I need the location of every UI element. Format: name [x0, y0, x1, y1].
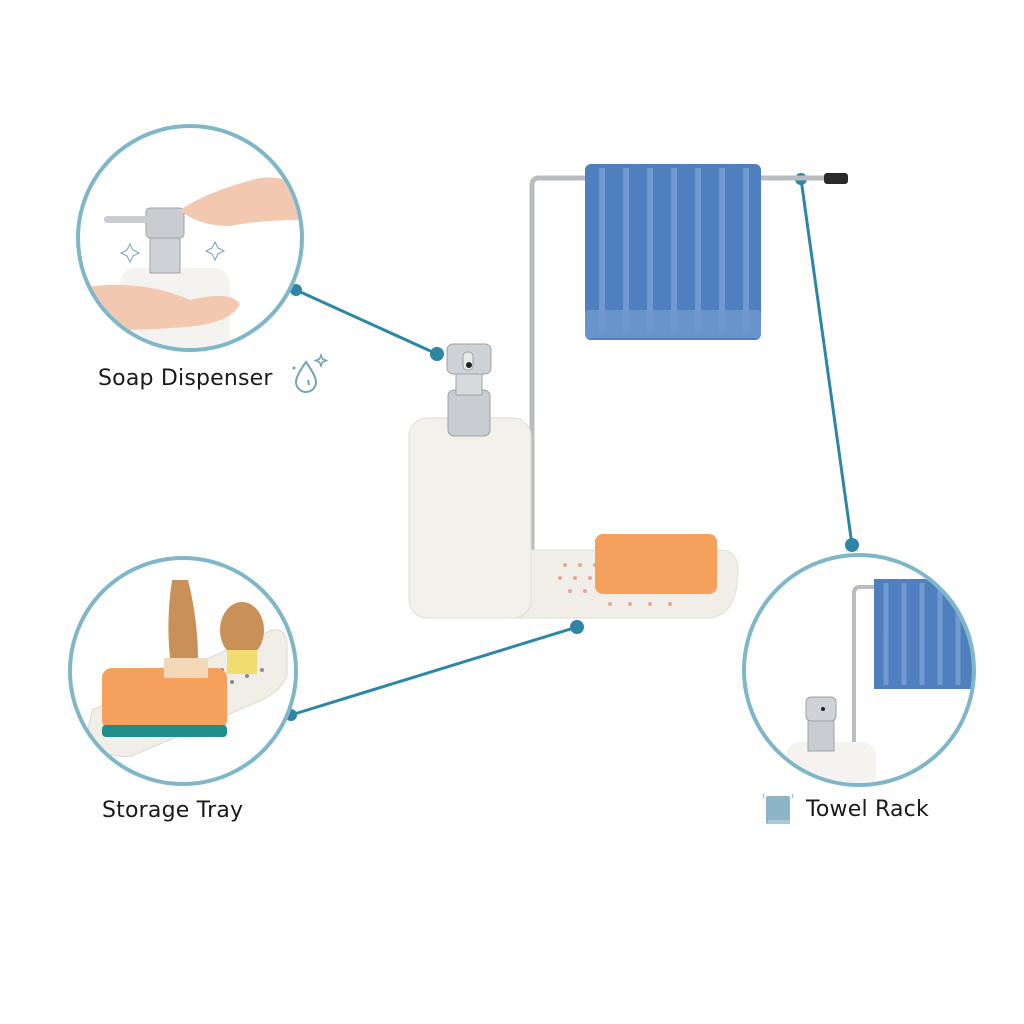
- soap-dispenser-label: Soap Dispenser: [98, 366, 273, 391]
- towel-rack-callout-image: [742, 553, 976, 787]
- soap-dispenser-callout-image: [76, 124, 304, 352]
- storage-tray-callout-image: [68, 556, 298, 786]
- towel-icon: [760, 790, 796, 828]
- storage-tray-label: Storage Tray: [102, 798, 244, 823]
- main-product-image: [400, 160, 860, 630]
- water-drop-sparkle-icon: [290, 352, 330, 396]
- towel-rack-label: Towel Rack: [806, 797, 929, 822]
